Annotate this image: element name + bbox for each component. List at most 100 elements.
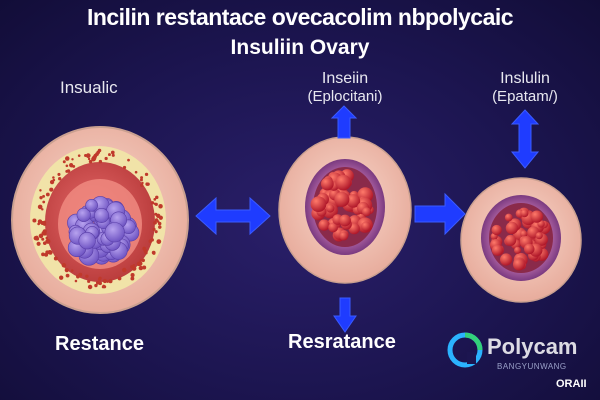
follicle-cell bbox=[520, 209, 529, 218]
granulosa-dot bbox=[70, 269, 74, 272]
granulosa-dot bbox=[41, 252, 45, 257]
arrow-down-center bbox=[333, 297, 357, 333]
oocyte-cell bbox=[78, 232, 96, 250]
follicle-cell bbox=[530, 210, 543, 223]
granulosa-dot bbox=[45, 236, 48, 240]
watermark-subtext: BANGYUNWANG bbox=[497, 362, 567, 371]
follicle-cell bbox=[361, 207, 372, 217]
granulosa-dot bbox=[102, 278, 108, 284]
follicle-cell bbox=[318, 219, 330, 231]
diagram-title-line2: Insuliin Ovary bbox=[230, 36, 370, 59]
granulosa-dot bbox=[146, 182, 150, 186]
granulosa-dot bbox=[88, 159, 93, 164]
label-bottom-center: Resratance bbox=[288, 331, 396, 353]
granulosa-dot bbox=[152, 251, 156, 255]
granulosa-dot bbox=[104, 156, 108, 161]
follicle-cell bbox=[328, 222, 339, 233]
granulosa-dot bbox=[110, 150, 115, 155]
granulosa-dot bbox=[32, 218, 37, 223]
follicle-cell bbox=[512, 258, 525, 271]
double-arrow-left-center bbox=[195, 196, 271, 236]
granulosa-dot bbox=[156, 239, 162, 244]
granulosa-dot bbox=[132, 264, 135, 267]
granulosa-dot bbox=[87, 284, 93, 290]
follicle-cell bbox=[326, 204, 335, 213]
center-follicle bbox=[278, 136, 412, 284]
granulosa-dot bbox=[59, 275, 64, 280]
granulosa-dot bbox=[103, 285, 107, 289]
label-center-top-line1: Inseiin bbox=[321, 70, 369, 87]
watermark-text: Polycam bbox=[487, 334, 578, 359]
right-follicle bbox=[460, 177, 582, 303]
granulosa-dot bbox=[152, 227, 156, 231]
oocyte-cell bbox=[85, 199, 98, 212]
granulosa-dot bbox=[38, 233, 44, 239]
granulosa-dot bbox=[38, 219, 42, 224]
follicle-cell bbox=[505, 234, 517, 247]
granulosa-dot bbox=[142, 265, 147, 270]
granulosa-dot bbox=[106, 280, 109, 284]
granulosa-dot bbox=[47, 250, 52, 255]
granulosa-dot bbox=[148, 239, 153, 244]
follicle-cell bbox=[361, 221, 371, 232]
granulosa-dot bbox=[69, 163, 74, 168]
granulosa-dot bbox=[65, 156, 70, 161]
granulosa-dot bbox=[122, 267, 127, 273]
granulosa-dot bbox=[154, 230, 158, 234]
oocyte-cell bbox=[94, 208, 110, 223]
granulosa-dot bbox=[97, 277, 102, 281]
granulosa-dot bbox=[65, 164, 69, 168]
oocyte-cell bbox=[76, 207, 91, 222]
granulosa-dot bbox=[42, 241, 47, 246]
granulosa-dot bbox=[77, 154, 81, 157]
follicle-cell bbox=[535, 232, 543, 240]
granulosa-dot bbox=[49, 187, 54, 192]
granulosa-dot bbox=[134, 170, 138, 174]
granulosa-dot bbox=[95, 280, 100, 285]
granulosa-dot bbox=[35, 235, 39, 239]
follicle-cell bbox=[514, 246, 522, 254]
granulosa-dot bbox=[108, 279, 113, 284]
follicle-cell bbox=[505, 221, 519, 235]
granulosa-dot bbox=[139, 258, 143, 262]
granulosa-dot bbox=[140, 183, 144, 188]
arrow-up-center bbox=[330, 105, 358, 139]
watermark-corner-text: ORAII bbox=[556, 378, 587, 390]
granulosa-dot bbox=[41, 237, 45, 241]
left-oocyte-cluster bbox=[67, 196, 140, 266]
granulosa-dot bbox=[158, 215, 163, 220]
granulosa-dot bbox=[141, 258, 145, 263]
granulosa-dot bbox=[85, 153, 91, 159]
granulosa-dot bbox=[61, 263, 67, 268]
granulosa-dot bbox=[138, 265, 144, 271]
label-right-top-line2: (Epatam/) bbox=[492, 88, 558, 105]
right-cell-cluster bbox=[490, 207, 551, 271]
granulosa-dot bbox=[39, 195, 43, 200]
granulosa-dot bbox=[156, 220, 160, 223]
granulosa-dot bbox=[141, 181, 144, 185]
follicle-cell bbox=[491, 224, 502, 236]
granulosa-dot bbox=[74, 279, 78, 283]
follicle-cell bbox=[320, 177, 334, 191]
granulosa-dot bbox=[65, 273, 70, 278]
granulosa-dot bbox=[158, 204, 163, 209]
granulosa-dot bbox=[41, 231, 46, 236]
granulosa-dot bbox=[64, 268, 69, 273]
granulosa-dot bbox=[52, 178, 56, 182]
granulosa-dot bbox=[93, 153, 98, 158]
follicle-cell bbox=[339, 231, 349, 241]
watermark-logo-icon bbox=[447, 332, 483, 368]
granulosa-dot bbox=[144, 172, 149, 177]
granulosa-dot bbox=[94, 283, 98, 288]
granulosa-dot bbox=[42, 200, 46, 204]
granulosa-dot bbox=[155, 195, 159, 200]
granulosa-dot bbox=[37, 204, 43, 210]
label-right-top-line1: Inslulin bbox=[500, 70, 550, 87]
granulosa-dot bbox=[62, 160, 66, 164]
granulosa-dot bbox=[87, 157, 91, 161]
oocyte-cell bbox=[104, 222, 125, 243]
follicle-cell bbox=[310, 196, 327, 213]
follicle-cell bbox=[520, 230, 528, 238]
follicle-cell bbox=[499, 253, 513, 266]
